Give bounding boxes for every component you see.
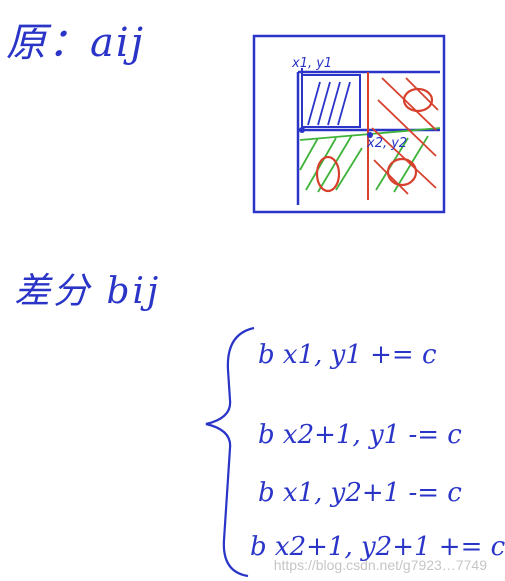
point-label-x2y2: x2, y2 [367, 136, 408, 151]
red-hatching [371, 77, 439, 195]
point-x2y2-dot [367, 132, 373, 138]
green-hatching [299, 127, 441, 193]
difference-label: 差分 bij [14, 271, 162, 312]
page-title: 原：aij [6, 20, 146, 66]
red-circle-bottom-left [315, 155, 341, 193]
equation-2: b x2+1, y1 -= c [258, 420, 462, 450]
watermark: https://blog.csdn.net/g7923…7749 [273, 557, 487, 573]
blue-hatching [307, 81, 351, 126]
hatched-top-left-block [301, 74, 361, 128]
equation-3: b x1, y2+1 -= c [258, 478, 462, 508]
equation-1: b x1, y1 += c [258, 340, 437, 370]
outer-matrix-frame [252, 34, 446, 214]
equation-4: b x2+1, y2+1 += c [250, 532, 505, 562]
red-circle-bottom-right [386, 157, 418, 187]
point-label-x1y1: x1, y1 [292, 56, 333, 71]
point-x1y1-dot [299, 127, 305, 133]
equation-brace [205, 326, 255, 578]
red-circle-top [402, 87, 434, 113]
